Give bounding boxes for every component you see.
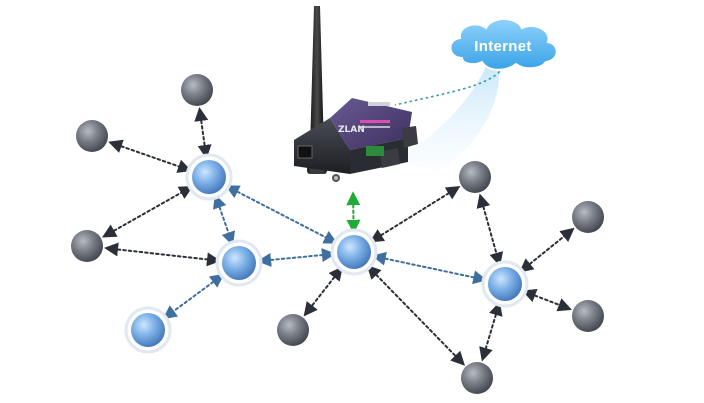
router-node-b3 bbox=[330, 228, 378, 276]
link-b1-b2 bbox=[212, 194, 236, 246]
link-b5-g8 bbox=[519, 227, 575, 273]
end-device-node-g9 bbox=[572, 300, 604, 332]
link-b2-b3 bbox=[257, 248, 336, 267]
link-g6-b5 bbox=[476, 193, 504, 267]
wireless-gateway-device: ZLAN bbox=[294, 6, 418, 182]
end-device-node-g7 bbox=[461, 362, 493, 394]
device-logo: ZLAN bbox=[338, 125, 365, 135]
internet-label: Internet bbox=[474, 38, 531, 55]
end-device-node-g8 bbox=[572, 201, 604, 233]
link-g2-b1 bbox=[108, 139, 192, 173]
end-device-node-g2 bbox=[76, 120, 108, 152]
link-b1-b3 bbox=[225, 185, 338, 244]
router-node-b2 bbox=[215, 239, 263, 287]
nodes-layer bbox=[71, 74, 604, 394]
router-node-b1 bbox=[185, 153, 233, 201]
antenna-icon bbox=[310, 6, 324, 150]
link-b5-g9 bbox=[521, 289, 572, 312]
router-node-b5 bbox=[481, 260, 529, 308]
links-layer bbox=[101, 107, 575, 366]
end-device-node-g1 bbox=[181, 74, 213, 106]
end-device-node-g5 bbox=[277, 314, 309, 346]
end-device-node-g3 bbox=[71, 230, 103, 262]
link-b3-g5 bbox=[303, 266, 343, 317]
end-device-node-g6 bbox=[459, 161, 491, 193]
link-b3-b5 bbox=[371, 251, 488, 285]
link-b5-g7 bbox=[479, 301, 503, 362]
link-b3-g6 bbox=[369, 186, 461, 243]
link-g3-b2 bbox=[104, 242, 221, 267]
link-gw-b3 bbox=[346, 191, 361, 234]
internet-beam bbox=[395, 62, 499, 172]
link-g3-b1 bbox=[101, 185, 194, 238]
router-node-b4 bbox=[124, 306, 172, 354]
internet-cloud: Internet bbox=[449, 18, 558, 71]
link-b3-g7 bbox=[366, 265, 465, 366]
link-g1-b1 bbox=[194, 107, 212, 159]
link-b2-b4 bbox=[162, 273, 225, 320]
